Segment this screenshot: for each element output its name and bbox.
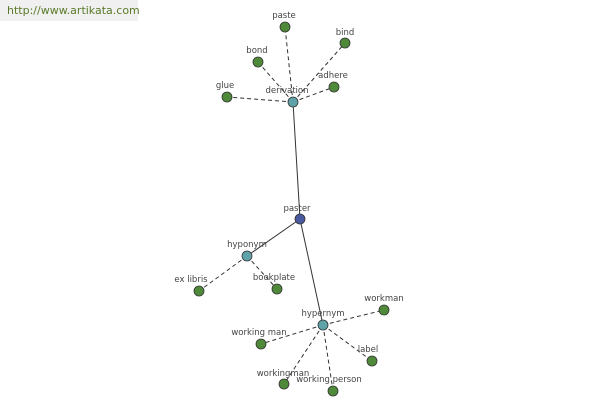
node-label-bookplate: bookplate xyxy=(253,273,295,283)
edge-derivation-bind xyxy=(292,42,346,103)
node-bookplate[interactable]: bookplate xyxy=(253,273,295,295)
node-label-working-man: working man xyxy=(231,328,286,338)
node-label-hyponym: hyponym xyxy=(227,240,267,250)
node-circle-bookplate[interactable] xyxy=(271,283,283,295)
node-circle-bond[interactable] xyxy=(252,56,264,68)
node-circle-glue[interactable] xyxy=(221,91,233,103)
edge-hypernym-workingman xyxy=(283,324,324,385)
node-circle-hypernym[interactable] xyxy=(317,319,329,331)
node-working-person[interactable]: working person xyxy=(296,375,362,397)
node-circle-bind[interactable] xyxy=(339,37,351,49)
node-label-label: label xyxy=(358,345,379,355)
edge-paster-hyponym xyxy=(246,218,301,257)
node-label-ex-libris: ex libris xyxy=(174,275,208,285)
node-circle-adhere[interactable] xyxy=(328,81,340,93)
edge-paster-hypernym xyxy=(299,218,324,326)
node-label[interactable]: label xyxy=(358,345,379,367)
node-glue[interactable]: glue xyxy=(216,81,234,103)
edge-hyponym-ex-libris xyxy=(198,255,248,292)
node-label-workingman: workingman xyxy=(257,369,310,379)
edge-hyponym-bookplate xyxy=(246,255,278,290)
node-label-paster: paster xyxy=(283,204,311,214)
node-hyponym[interactable]: hyponym xyxy=(227,240,267,262)
node-workman[interactable]: workman xyxy=(364,294,404,316)
node-circle-working-person[interactable] xyxy=(327,385,339,397)
node-label-derivation: derivation xyxy=(265,86,308,96)
edge-paster-derivation xyxy=(292,101,301,220)
graph-edges xyxy=(198,26,385,392)
edge-derivation-paste xyxy=(284,26,294,103)
watermark-url: http://www.artikata.com xyxy=(0,0,140,21)
graph-nodes: paster derivation hyponym hypernym paste bind… xyxy=(174,11,404,397)
node-label-bond: bond xyxy=(246,46,267,56)
node-workingman[interactable]: workingman xyxy=(257,369,310,390)
node-hypernym[interactable]: hypernym xyxy=(301,309,345,331)
node-circle-workingman[interactable] xyxy=(278,378,290,390)
node-paster[interactable]: paster xyxy=(283,204,311,225)
node-label-paste: paste xyxy=(272,11,296,21)
node-bind[interactable]: bind xyxy=(336,28,355,49)
node-label-hypernym: hypernym xyxy=(301,309,344,319)
node-circle-hyponym[interactable] xyxy=(241,250,253,262)
node-circle-paste[interactable] xyxy=(279,21,291,33)
node-bond[interactable]: bond xyxy=(246,46,268,68)
edge-derivation-bond xyxy=(257,61,294,103)
edge-derivation-adhere xyxy=(292,86,335,103)
node-label-workman: workman xyxy=(364,294,403,304)
node-circle-working-man[interactable] xyxy=(255,338,267,350)
node-ex-libris[interactable]: ex libris xyxy=(174,275,208,297)
edge-hypernym-label xyxy=(322,324,373,362)
edge-hypernym-working-man xyxy=(260,324,324,345)
node-adhere[interactable]: adhere xyxy=(318,71,348,93)
node-circle-paster[interactable] xyxy=(294,213,306,225)
node-circle-label[interactable] xyxy=(366,355,378,367)
node-label-adhere: adhere xyxy=(318,71,348,81)
node-paste[interactable]: paste xyxy=(272,11,296,33)
node-derivation[interactable]: derivation xyxy=(265,86,309,108)
edge-derivation-glue xyxy=(226,96,294,103)
edge-hypernym-workman xyxy=(322,309,385,326)
node-label-glue: glue xyxy=(216,81,234,91)
node-circle-ex-libris[interactable] xyxy=(193,285,205,297)
node-label-working-person: working person xyxy=(296,375,362,385)
node-working-man[interactable]: working man xyxy=(231,328,287,350)
node-circle-workman[interactable] xyxy=(378,304,390,316)
node-circle-derivation[interactable] xyxy=(287,96,299,108)
node-label-bind: bind xyxy=(336,28,355,38)
